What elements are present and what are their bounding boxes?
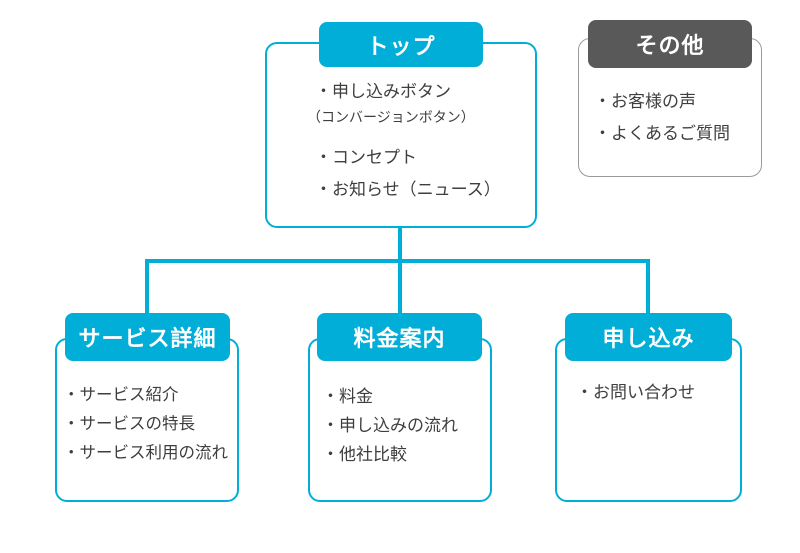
node-other-item: ・よくあるご質問 <box>594 124 730 143</box>
node-price-item: ・申し込みの流れ <box>322 416 458 435</box>
node-top-item: ・お知らせ（ニュース） <box>315 180 501 199</box>
node-top-item-sub: （コンバージョンボタン） <box>307 109 475 125</box>
node-top-box <box>265 42 537 228</box>
node-service-item: ・サービス紹介 <box>63 386 179 404</box>
node-other-header: その他 <box>588 20 752 68</box>
connector-drop-apply <box>646 261 650 315</box>
node-service-box <box>55 338 239 502</box>
connector-drop-service <box>145 261 149 315</box>
connector-drop-price <box>398 261 402 315</box>
node-service-title: サービス詳細 <box>78 326 217 351</box>
node-apply-header: 申し込み <box>565 313 732 361</box>
node-other-title: その他 <box>635 33 705 58</box>
node-service-item: ・サービス利用の流れ <box>63 444 228 462</box>
connector-horizontal-bar <box>145 259 650 263</box>
node-top-title: トップ <box>366 33 436 59</box>
node-apply-title: 申し込み <box>602 326 695 351</box>
node-top-item: ・コンセプト <box>315 148 417 167</box>
node-price-item: ・料金 <box>322 387 373 406</box>
node-service-header: サービス詳細 <box>65 313 230 361</box>
connector-top-stem <box>398 226 402 263</box>
node-apply-box <box>555 338 742 502</box>
node-price-item: ・他社比較 <box>322 445 407 464</box>
node-price-title: 料金案内 <box>353 326 446 351</box>
node-service-item: ・サービスの特長 <box>63 415 195 433</box>
node-top-item: ・申し込みボタン <box>315 82 451 101</box>
node-price-header: 料金案内 <box>317 313 482 361</box>
node-top-header: トップ <box>319 22 483 67</box>
node-apply-item: ・お問い合わせ <box>576 383 695 402</box>
node-other-item: ・お客様の声 <box>594 92 696 111</box>
